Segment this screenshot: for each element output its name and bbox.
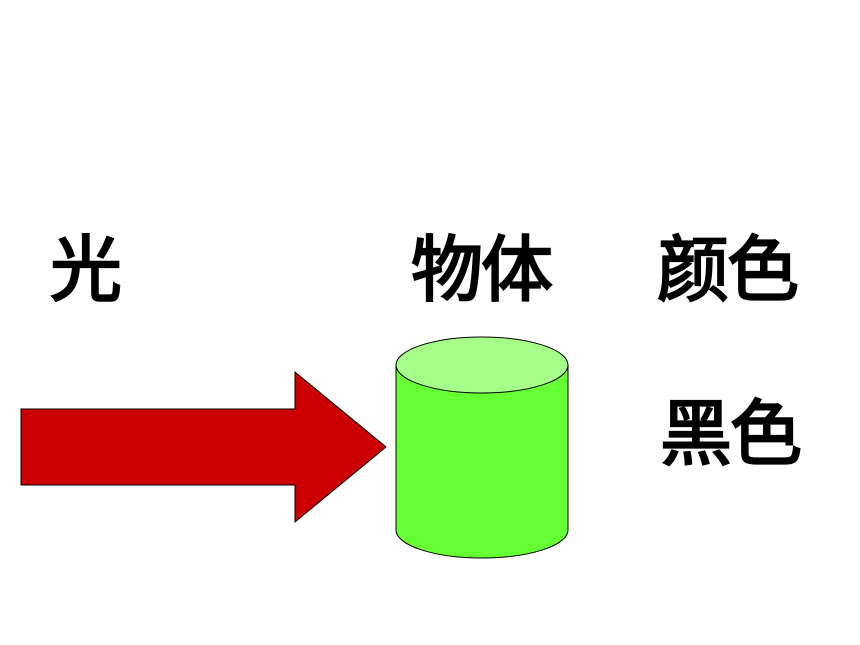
result-color-label: 黑色 <box>660 392 802 476</box>
cylinder-body <box>395 364 569 559</box>
cylinder-top <box>395 336 569 394</box>
light-label: 光 <box>50 228 122 312</box>
color-label: 颜色 <box>657 228 799 312</box>
object-label: 物体 <box>411 228 553 312</box>
object-cylinder <box>395 336 569 559</box>
light-arrow-icon <box>20 370 387 524</box>
